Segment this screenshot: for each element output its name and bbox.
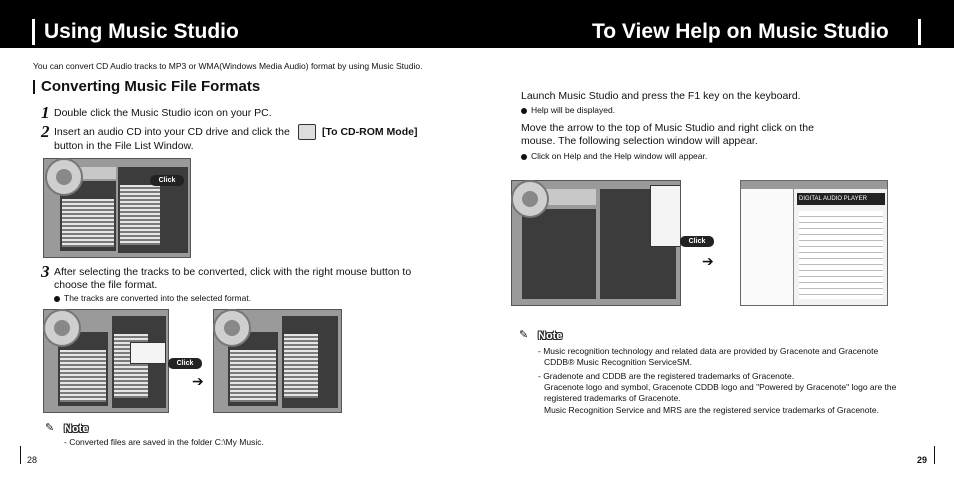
step-3-bullet: The tracks are converted into the select… (54, 293, 251, 304)
screenshot-music-studio-2 (43, 309, 169, 413)
player-icon-4 (511, 180, 549, 218)
screenshot-music-studio-1 (43, 158, 191, 258)
page-marker-right (934, 446, 935, 464)
step-1-number: 1 (41, 103, 50, 122)
page-number-left: 28 (27, 455, 38, 465)
player-icon-2 (43, 309, 81, 347)
header-divider-left (32, 19, 35, 45)
note-line-6: Music Recognition Service and MRS are th… (544, 405, 879, 415)
click-callout-2: Click (168, 358, 202, 369)
instruction-right-click: Move the arrow to the top of Music Studi… (521, 122, 814, 134)
note-line-3: - Gradenote and CDDB are the registered … (538, 371, 795, 381)
step-1-text: Double click the Music Studio icon on yo… (54, 107, 272, 119)
step-2-number: 2 (41, 122, 50, 141)
bullet-help-displayed: Help will be displayed. (521, 105, 615, 116)
left-page-title: Using Music Studio (44, 20, 239, 43)
note-line-1: - Music recognition technology and relat… (538, 346, 879, 356)
right-page-title: To View Help on Music Studio (592, 20, 889, 43)
instruction-right-click-cont: mouse. The following selection window wi… (521, 135, 758, 147)
note-text: - Converted files are saved in the folde… (64, 437, 264, 447)
note-label: Note (64, 423, 89, 435)
step-3-text-cont: choose the file format. (54, 279, 158, 291)
step-2-text: Insert an audio CD into your CD drive an… (54, 126, 290, 138)
help-window-title: DIGITAL AUDIO PLAYER (799, 196, 867, 202)
step-2-text-cont: button in the File List Window. (54, 140, 194, 152)
cd-rom-mode-icon (298, 124, 316, 140)
section-marker (33, 80, 35, 94)
screenshot-help-window: DIGITAL AUDIO PLAYER (740, 180, 888, 306)
step-3-text: After selecting the tracks to be convert… (54, 266, 412, 278)
pencil-icon: ✎ (45, 422, 55, 434)
pencil-icon-2: ✎ (519, 329, 529, 341)
note-label-right: Note (538, 330, 563, 342)
page-marker-left (20, 446, 21, 464)
instruction-f1: Launch Music Studio and press the F1 key… (521, 90, 801, 102)
click-callout: Click (150, 175, 184, 186)
cd-rom-mode-label: [To CD-ROM Mode] (322, 126, 418, 138)
click-callout-3: Click (680, 236, 714, 247)
header-divider-right (918, 19, 921, 45)
section-title: Converting Music File Formats (41, 78, 261, 95)
arrow-right-icon-2: ➔ (702, 253, 714, 269)
arrow-right-icon: ➔ (192, 373, 204, 389)
note-line-5: registered trademarks of Gracenote. (544, 393, 681, 403)
header-bar (0, 0, 954, 48)
note-line-2: CDDB® Music Recognition ServiceSM. (544, 357, 692, 367)
intro-text: You can convert CD Audio tracks to MP3 o… (33, 61, 423, 71)
page-number-right: 29 (917, 455, 928, 465)
note-line-4: Gracenote logo and symbol, Gracenote CDD… (544, 382, 897, 392)
player-icon (45, 158, 83, 196)
step-3-number: 3 (41, 262, 50, 281)
bullet-click-help: Click on Help and the Help window will a… (521, 151, 707, 162)
player-icon-3 (213, 309, 251, 347)
